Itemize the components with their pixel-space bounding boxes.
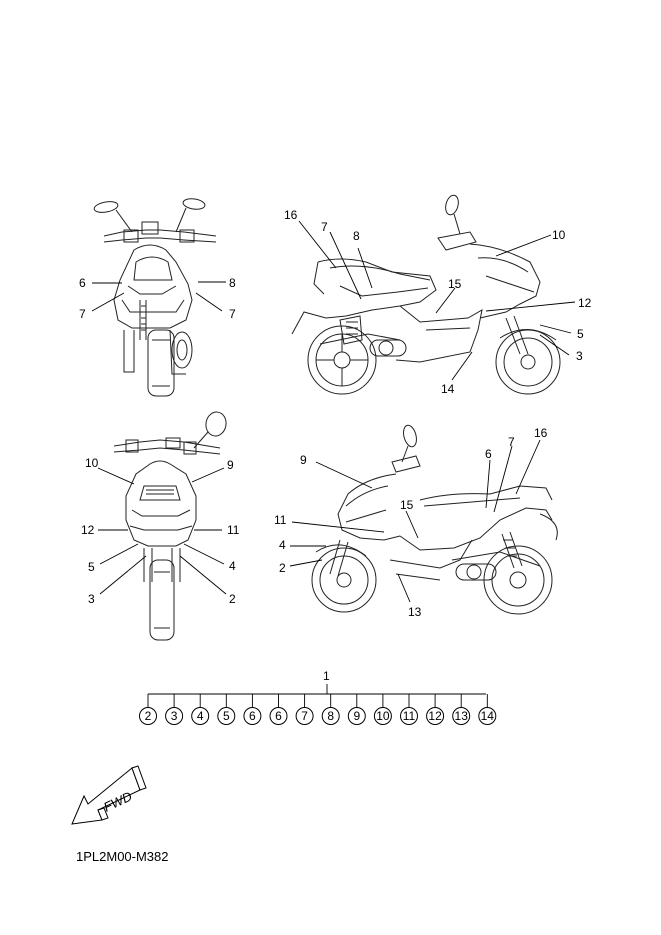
parts-tree-node: 11: [400, 694, 418, 725]
parts-tree-node-label: 10: [376, 709, 390, 723]
parts-tree-node-circle: [321, 707, 340, 725]
callout-left-15: 15: [400, 498, 414, 512]
parts-tree-node: 9: [347, 694, 366, 725]
parts-tree-node-label: 9: [353, 709, 360, 723]
fwd-arrow-icon: FWD: [71, 765, 147, 825]
parts-tree-node: 12: [426, 694, 445, 725]
parts-tree: 1 2 3 4 5 6 6 7 8 9 10 11 12 13 14: [139, 669, 497, 725]
callout-front-3: 3: [88, 592, 95, 606]
parts-tree-node-label: 5: [223, 709, 230, 723]
parts-tree-node-circle: [165, 707, 184, 725]
parts-tree-node: 3: [165, 694, 184, 725]
parts-tree-node-circle: [139, 707, 157, 725]
parts-tree-node: 13: [452, 694, 471, 725]
callout-front-2: 2: [229, 592, 236, 606]
callout-rear-6: 6: [79, 276, 86, 290]
parts-tree-node-label: 12: [428, 709, 442, 723]
callout-right-15: 15: [448, 277, 462, 291]
callout-left-13: 13: [408, 605, 422, 619]
callout-right-8: 8: [353, 229, 360, 243]
callout-left-9: 9: [300, 453, 307, 467]
parts-tree-node: 2: [139, 694, 157, 725]
parts-tree-node-circle: [478, 707, 497, 725]
left-side-view-leaders: [289, 439, 541, 603]
parts-tree-node-circle: [373, 707, 392, 725]
parts-tree-node: 4: [191, 694, 210, 725]
callout-left-4: 4: [279, 538, 286, 552]
parts-tree-nodes: 2 3 4 5 6 6 7 8 9 10 11 12 13 14: [139, 694, 497, 725]
parts-tree-node-circle: [426, 707, 445, 725]
parts-tree-node-label: 7: [301, 709, 308, 723]
callout-left-6: 6: [485, 447, 492, 461]
callout-left-2: 2: [279, 561, 286, 575]
callout-right-3: 3: [576, 349, 583, 363]
callout-left-16: 16: [534, 426, 548, 440]
callout-left-11: 11: [274, 513, 287, 527]
parts-tree-node-circle: [243, 707, 262, 725]
parts-tree-node: 8: [321, 694, 340, 725]
right-side-view-leaders: [298, 220, 576, 381]
callout-right-10: 10: [552, 228, 566, 242]
callout-front-11: 11: [227, 523, 240, 537]
callout-right-14: 14: [441, 382, 455, 396]
diagram-code: 1PL2M00-M382: [76, 849, 169, 864]
right-side-view-drawing: [291, 194, 561, 395]
left-side-view-drawing: [311, 424, 558, 615]
parts-tree-node-circle: [217, 707, 236, 725]
parts-tree-node: 6: [243, 694, 262, 725]
rear-view-leaders: [91, 281, 226, 312]
parts-tree-node: 10: [373, 694, 392, 725]
parts-tree-node: 14: [478, 694, 497, 725]
callout-front-10: 10: [85, 456, 99, 470]
parts-tree-node-label: 4: [197, 709, 204, 723]
parts-tree-node-label: 8: [327, 709, 334, 723]
parts-tree-node-label: 6: [275, 709, 282, 723]
parts-tree-node-label: 11: [403, 709, 416, 723]
parts-tree-node-circle: [347, 707, 366, 725]
callout-right-12: 12: [578, 296, 592, 310]
parts-tree-node-circle: [400, 707, 418, 725]
callout-rear-7-left: 7: [79, 307, 86, 321]
parts-tree-node-label: 14: [481, 709, 495, 723]
callout-front-4: 4: [229, 559, 236, 573]
parts-tree-node-circle: [269, 707, 288, 725]
callout-rear-7-right: 7: [229, 307, 236, 321]
parts-tree-node-circle: [191, 707, 210, 725]
parts-tree-node: 6: [269, 694, 288, 725]
callout-left-7: 7: [508, 435, 515, 449]
rear-view-drawing: [93, 198, 217, 397]
callout-front-12: 12: [81, 523, 95, 537]
callout-right-16: 16: [284, 208, 298, 222]
parts-tree-node-label: 13: [455, 709, 469, 723]
front-view-drawing: [113, 411, 227, 641]
callout-rear-8: 8: [229, 276, 236, 290]
callout-right-7: 7: [321, 220, 328, 234]
callout-right-5: 5: [577, 327, 584, 341]
parts-tree-node-label: 2: [145, 709, 152, 723]
parts-tree-node-circle: [295, 707, 314, 725]
parts-tree-node-label: 6: [249, 709, 256, 723]
parts-tree-node: 7: [295, 694, 314, 725]
parts-tree-node-label: 3: [171, 709, 178, 723]
callout-front-9: 9: [227, 458, 234, 472]
parts-tree-node: 5: [217, 694, 236, 725]
front-view-leaders: [97, 467, 227, 595]
parts-tree-root-label: 1: [323, 669, 330, 683]
parts-tree-node-circle: [452, 707, 471, 725]
callout-front-5: 5: [88, 560, 95, 574]
